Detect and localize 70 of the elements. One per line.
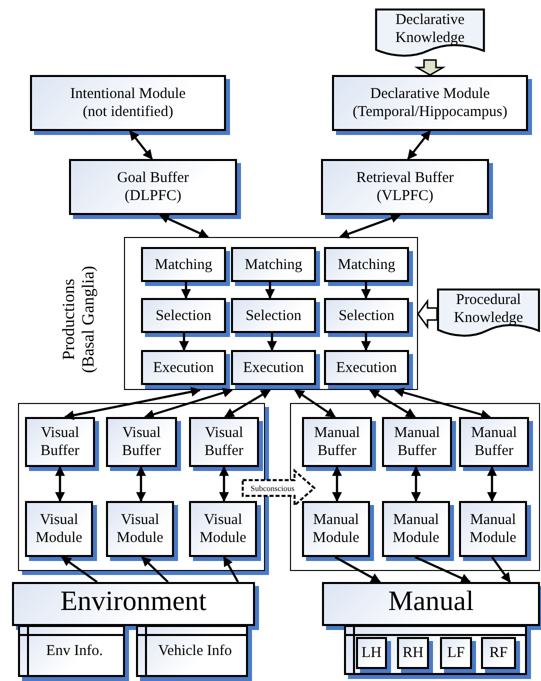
box-label: Selection <box>154 306 212 324</box>
arrow <box>181 282 191 299</box>
box-label: Visual Buffer <box>40 424 80 460</box>
box-label: Manual Buffer <box>470 424 518 460</box>
box-label: Manual Module <box>392 511 440 547</box>
arrow <box>267 333 277 351</box>
box-label: Visual Module <box>34 511 84 547</box>
arrow <box>141 556 169 583</box>
box-label: Selection <box>244 306 302 324</box>
box-label: Matching <box>244 256 304 274</box>
arrow <box>414 556 471 583</box>
block-arrow <box>417 298 438 330</box>
box-label: LH <box>360 644 382 662</box>
arrow <box>407 130 431 160</box>
box-label: (DLPFC) <box>124 187 182 205</box>
arrow <box>332 466 342 502</box>
box-label: Visual Buffer <box>204 424 244 460</box>
box-label: (Temporal/Hippocampus) <box>352 103 508 121</box>
arrow <box>487 466 497 502</box>
box-label: Retrieval Buffer <box>355 169 455 187</box>
arrow <box>265 282 275 299</box>
arrow <box>361 333 371 351</box>
arrow <box>411 466 421 502</box>
box-label: Visual Module <box>198 511 248 547</box>
box-label: Environment <box>60 585 207 619</box>
box-label: Manual Module <box>468 511 518 547</box>
box-label: LF <box>446 644 466 662</box>
arrow <box>129 130 153 160</box>
arrow <box>361 282 371 299</box>
box-label: Env Info. <box>46 642 103 660</box>
arrow <box>491 556 511 583</box>
box-label: Visual Buffer <box>121 424 162 460</box>
box-label: (VLPFC) <box>376 187 434 205</box>
box-label: Execution <box>152 358 215 376</box>
box-label: Matching <box>154 256 214 274</box>
box-label: Manual Buffer <box>393 424 441 460</box>
box-label: Execution <box>242 358 305 376</box>
box-label: Declarative Knowledge <box>394 10 466 46</box>
box-label: RH <box>402 644 424 662</box>
box-label: Vehicle Info <box>158 642 232 660</box>
box-label: Manual Module <box>312 511 360 547</box>
arrow <box>369 389 416 418</box>
arrow <box>294 389 336 418</box>
arrow <box>159 214 209 238</box>
arrow <box>394 388 491 420</box>
block-arrow <box>414 59 446 76</box>
arrow <box>64 386 201 420</box>
arrow <box>144 388 233 420</box>
box-label: Execution <box>335 358 398 376</box>
arrow <box>136 466 146 502</box>
box-label: Selection <box>338 306 396 324</box>
arrow <box>339 213 401 239</box>
rotated-label: Productions (Basal Ganglia) <box>59 264 99 375</box>
box-label: Visual Module <box>116 511 164 547</box>
box-label: (not identified) <box>82 103 174 121</box>
box-label: Procedural Knowledge <box>452 290 524 326</box>
arrow <box>179 333 189 351</box>
arrow <box>224 389 271 418</box>
box-label: Declarative Module <box>369 85 491 103</box>
arrow <box>334 556 381 583</box>
box-label: Goal Buffer <box>116 169 190 187</box>
box-label: Manual <box>388 585 474 619</box>
box-label: Intentional Module <box>69 85 187 103</box>
box-label: Subconscious <box>250 484 294 492</box>
dashed-arrow-shape <box>242 470 315 506</box>
box-label: Manual Buffer <box>313 424 361 460</box>
box-label: Matching <box>336 256 396 274</box>
arrow <box>55 466 65 502</box>
box-label: RF <box>488 644 509 662</box>
arrow <box>219 466 229 502</box>
